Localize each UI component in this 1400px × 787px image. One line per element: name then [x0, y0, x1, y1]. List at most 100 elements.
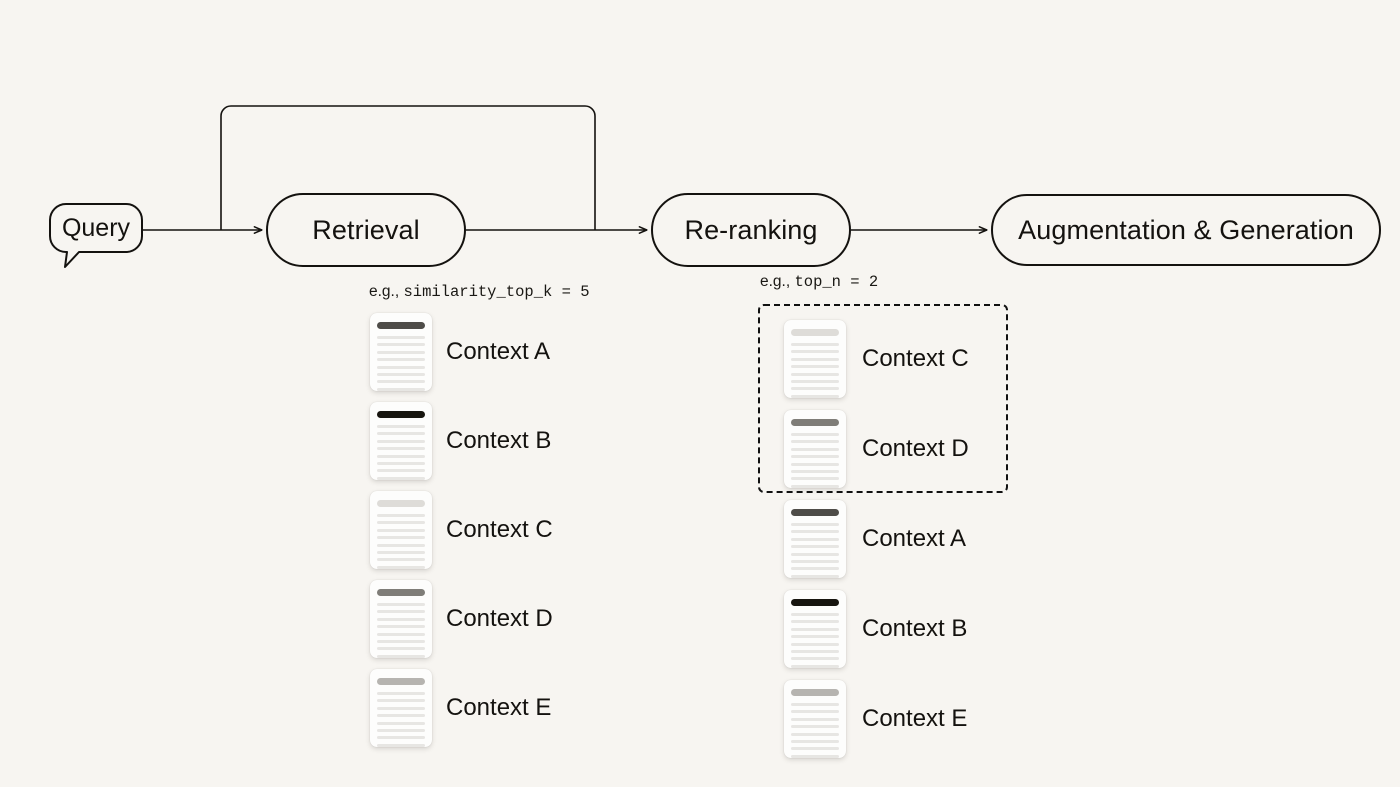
document-text-line [791, 627, 839, 631]
node-retrieval[interactable]: Retrieval [266, 193, 466, 267]
document-icon[interactable] [370, 669, 432, 747]
document-text-line [377, 365, 425, 369]
document-text-line [377, 625, 425, 629]
document-text-line [791, 739, 839, 743]
node-augmentation-generation-label: Augmentation & Generation [1018, 214, 1354, 245]
document-text-line [377, 699, 425, 703]
document-icon[interactable] [784, 410, 846, 488]
document-text-line [377, 639, 425, 643]
document-text-line [791, 379, 839, 383]
document-text-line [377, 558, 425, 562]
context-label: Context D [446, 605, 553, 632]
context-row[interactable]: Context D [784, 410, 969, 488]
document-text-line [377, 461, 425, 465]
document-text-line [791, 343, 839, 346]
document-text-line [377, 439, 425, 443]
document-text-line [791, 372, 839, 376]
context-row[interactable]: Context A [784, 500, 966, 578]
document-text-line [791, 530, 839, 534]
document-text-line [791, 394, 839, 398]
context-row[interactable]: Context C [784, 320, 969, 398]
document-title-bar [377, 500, 425, 507]
context-label: Context A [862, 525, 967, 552]
document-text-line [791, 717, 839, 721]
document-icon[interactable] [784, 320, 846, 398]
document-text-line [791, 747, 839, 751]
document-title-bar [791, 509, 839, 516]
document-text-line [791, 537, 839, 541]
context-row[interactable]: Context B [784, 590, 967, 668]
document-text-line [377, 603, 425, 606]
topn-selection-box [758, 304, 1008, 493]
document-text-line [377, 350, 425, 354]
document-text-line [377, 336, 425, 339]
node-query-label: Query [61, 213, 131, 242]
document-icon[interactable] [370, 313, 432, 391]
context-label: Context B [446, 427, 552, 454]
param-caption-rerank: e.g., top_n = 2 [760, 273, 878, 291]
document-text-line [377, 469, 425, 473]
document-text-line [791, 440, 839, 444]
context-row[interactable]: Context B [370, 402, 551, 480]
document-icon[interactable] [784, 680, 846, 758]
document-text-line [791, 559, 839, 563]
document-icon[interactable] [784, 590, 846, 668]
document-title-bar [791, 599, 839, 606]
document-text-line [377, 610, 425, 614]
param-retrieval-prefix: e.g., [369, 283, 404, 300]
document-text-line [377, 728, 425, 732]
context-label: Context C [446, 516, 553, 543]
document-text-line [791, 732, 839, 736]
document-text-line [791, 357, 839, 361]
document-text-line [377, 617, 425, 621]
document-text-line [791, 387, 839, 391]
document-text-line [791, 477, 839, 481]
document-title-bar [377, 322, 425, 329]
document-text-line [377, 647, 425, 651]
node-reranking-label: Re-ranking [684, 214, 818, 245]
document-text-line [377, 343, 425, 347]
context-label: Context C [862, 345, 969, 372]
document-icon[interactable] [370, 402, 432, 480]
node-query[interactable]: Query [50, 204, 142, 252]
context-row[interactable]: Context A [370, 313, 550, 391]
context-row[interactable]: Context D [370, 580, 553, 658]
context-row[interactable]: Context E [370, 669, 551, 747]
context-label: Context A [446, 338, 551, 365]
document-icon[interactable] [370, 580, 432, 658]
node-augmentation-generation[interactable]: Augmentation & Generation [991, 194, 1381, 266]
context-label: Context D [862, 435, 969, 462]
document-text-line [791, 703, 839, 706]
document-text-line [791, 725, 839, 729]
document-text-line [791, 523, 839, 526]
document-text-line [377, 736, 425, 740]
document-text-line [377, 387, 425, 391]
context-row[interactable]: Context E [784, 680, 967, 758]
document-text-line [791, 433, 839, 436]
param-rerank-expression: top_n = 2 [794, 273, 879, 291]
document-text-line [377, 528, 425, 532]
document-text-line [791, 664, 839, 668]
document-text-line [791, 462, 839, 466]
document-text-line [377, 447, 425, 451]
document-text-line [791, 574, 839, 578]
document-icon[interactable] [370, 491, 432, 569]
context-label: Context E [862, 705, 968, 732]
document-title-bar [791, 329, 839, 336]
document-title-bar [791, 419, 839, 426]
document-icon[interactable] [784, 500, 846, 578]
node-retrieval-label: Retrieval [312, 214, 420, 245]
document-text-line [791, 567, 839, 571]
context-row[interactable]: Context C [370, 491, 553, 569]
document-text-line [791, 649, 839, 653]
param-retrieval-expression: similarity_top_k = 5 [403, 283, 590, 301]
document-text-line [377, 743, 425, 747]
node-reranking[interactable]: Re-ranking [651, 193, 851, 267]
param-caption-retrieval: e.g., similarity_top_k = 5 [369, 283, 590, 301]
document-text-line [791, 613, 839, 616]
param-rerank-prefix: e.g., [760, 273, 795, 290]
document-title-bar [377, 589, 425, 596]
document-text-line [791, 754, 839, 758]
